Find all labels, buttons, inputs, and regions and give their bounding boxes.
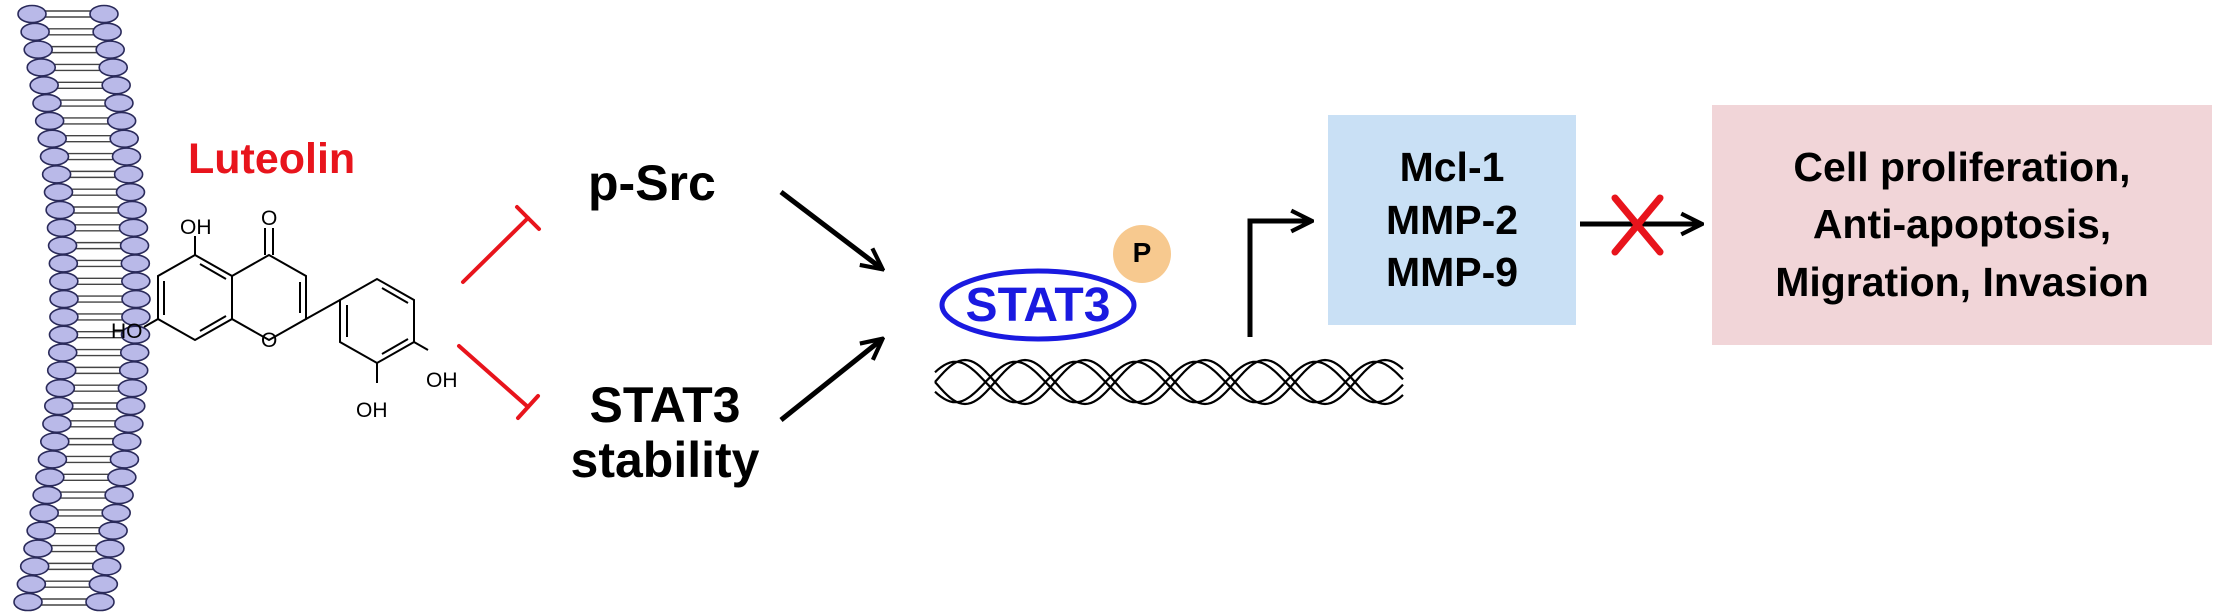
lipid-pair — [49, 271, 151, 291]
lipid-pair — [37, 129, 139, 149]
lipid-pair — [43, 182, 146, 202]
inhibit-stat3-stability-edge — [457, 344, 540, 420]
inhibit-psrc-edge — [461, 205, 541, 284]
stat3-stability-line2: stability — [570, 432, 760, 488]
lipid-pair — [34, 111, 137, 131]
outcome-proliferation: Cell proliferation, — [1793, 143, 2131, 190]
lipid-pair — [17, 4, 119, 24]
target-genes-box: Mcl-1 MMP-2 MMP-9 — [1328, 115, 1576, 325]
lipid-pair — [49, 307, 151, 327]
psrc-to-stat3-arrow — [779, 190, 881, 268]
luteolin-structure — [143, 228, 429, 383]
molecule-ring-oxygen-label: O — [261, 329, 277, 352]
stat3-node-label: STAT3 — [965, 279, 1111, 332]
lipid-pair — [45, 200, 147, 220]
lipid-pair — [32, 485, 134, 505]
transcription-arrow — [1247, 221, 1310, 337]
lipid-pair — [46, 218, 149, 238]
gene-mmp2: MMP-2 — [1385, 196, 1519, 243]
lipid-pair — [20, 22, 122, 42]
gene-mcl1: Mcl-1 — [1399, 144, 1505, 191]
lipid-pair — [19, 557, 122, 576]
cell-membrane — [13, 4, 151, 612]
lipid-pair — [42, 414, 144, 434]
lipid-pair — [29, 75, 131, 95]
phospho-circle — [1113, 225, 1171, 283]
lipid-pair — [39, 147, 142, 166]
lipid-pair — [26, 58, 129, 77]
gene-mmp9: MMP-9 — [1385, 249, 1519, 296]
lipid-pair — [26, 521, 128, 541]
molecule-ho-left-label: HO — [111, 320, 143, 343]
lipid-pair — [47, 343, 150, 362]
lipid-pair — [13, 592, 115, 612]
stat3-stability-to-stat3-arrow — [779, 340, 881, 422]
lipid-pair — [16, 574, 119, 594]
outcomes-box: Cell proliferation, Anti-apoptosis, Migr… — [1712, 105, 2212, 345]
phospho-label: P — [1132, 237, 1152, 268]
stat3-stability-line1: STAT3 — [589, 377, 741, 433]
lipid-pair — [23, 539, 125, 558]
dna-strand — [934, 360, 1404, 404]
psrc-label: p-Src — [588, 155, 716, 211]
lipid-pair — [49, 289, 151, 309]
lipid-pair — [39, 432, 142, 451]
lipid-pair — [45, 378, 148, 398]
dna-strand — [934, 360, 1404, 404]
lipid-pair — [48, 254, 151, 273]
molecule-oh-top-label: OH — [180, 216, 212, 239]
lipid-pair — [46, 361, 149, 380]
lipid-pair — [43, 396, 146, 416]
molecule-oh-bottom-label: OH — [356, 399, 388, 422]
lipid-pair — [47, 236, 150, 255]
dna-strand — [934, 358, 1404, 406]
lipid-pair — [32, 93, 134, 113]
molecule-carbonyl-label: O — [261, 207, 277, 230]
dna-strand — [934, 358, 1404, 406]
drug-label: Luteolin — [188, 135, 356, 183]
block-x-icon — [1611, 194, 1664, 256]
lipid-pair — [37, 450, 140, 469]
outcome-anti-apoptosis: Anti-apoptosis, — [1812, 201, 2112, 248]
lipid-pair — [23, 40, 125, 59]
stat3-stability-label: STAT3 stability — [540, 378, 790, 488]
lipid-pair — [35, 467, 137, 487]
molecule-oh-right-label: OH — [426, 369, 458, 392]
lipid-pair — [41, 165, 144, 184]
outcome-migration-invasion: Migration, Invasion — [1775, 258, 2149, 305]
lipid-pair — [29, 503, 131, 523]
dna-helix — [934, 358, 1404, 406]
lipid-pair — [48, 325, 151, 345]
stat3-ellipse — [939, 268, 1137, 342]
